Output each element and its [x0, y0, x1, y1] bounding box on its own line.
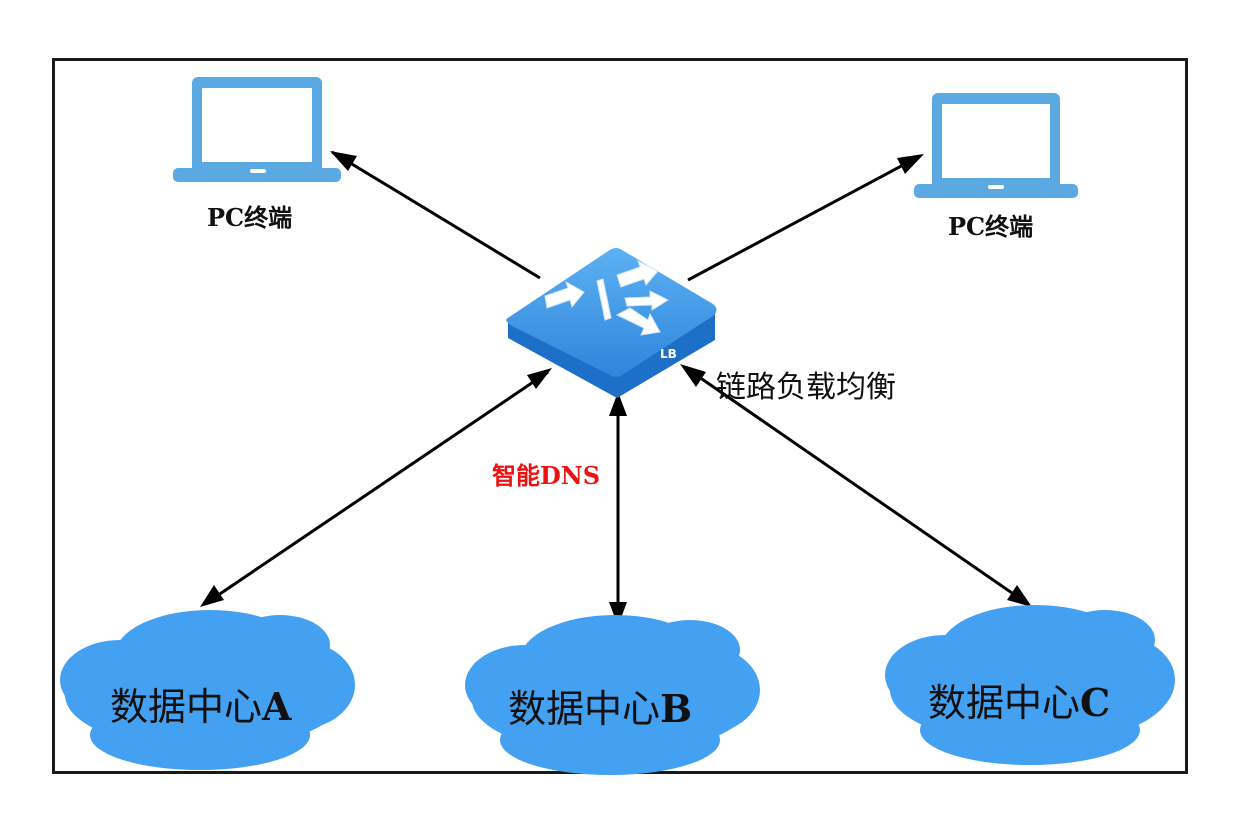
data-center-suffix: A	[262, 684, 292, 729]
data-center-a-label: 数据中心A	[110, 676, 292, 731]
smart-dns-label: 智能DNS	[492, 461, 601, 490]
data-center-suffix: C	[1080, 680, 1111, 725]
data-center-name: 数据中心	[110, 685, 263, 729]
arrowhead-dc-a	[200, 585, 224, 607]
data-center-suffix: B	[660, 686, 693, 731]
arrowhead-dc-a-lb	[527, 368, 552, 389]
load-balancer-icon	[506, 248, 717, 398]
data-center-c-label: 数据中心C	[928, 672, 1110, 727]
arrowhead-dc-b	[609, 602, 627, 626]
cloud-icon-dc-b	[465, 615, 760, 775]
data-center-name: 数据中心	[928, 681, 1081, 725]
pc-terminal-label-right: PC终端	[948, 212, 1034, 241]
load-balancer-caption: 链路负载均衡	[716, 370, 896, 405]
link-lb-pc-left	[331, 150, 541, 280]
arrowhead-dc-b-lb	[609, 392, 627, 416]
data-center-name: 数据中心	[508, 687, 661, 731]
connections	[200, 150, 1032, 626]
data-center-b-label: 数据中心B	[508, 678, 692, 733]
arrowhead-dc-c	[1007, 585, 1032, 607]
link-lb-pc-right	[687, 154, 921, 282]
cloud-icon-dc-c	[885, 605, 1175, 765]
link-lb-dc-a	[204, 370, 549, 606]
laptop-icon-left	[173, 77, 341, 182]
lb-badge: LB	[660, 347, 677, 361]
arrowhead-pc-right	[897, 154, 924, 174]
link-lb-dc-c	[685, 366, 1029, 606]
cloud-icon-dc-a	[60, 610, 355, 770]
arrowhead-dc-c-lb	[680, 364, 706, 387]
laptop-icon-right	[914, 93, 1078, 198]
arrowhead-pc-left	[330, 151, 357, 171]
pc-terminal-label-left: PC终端	[207, 203, 293, 232]
